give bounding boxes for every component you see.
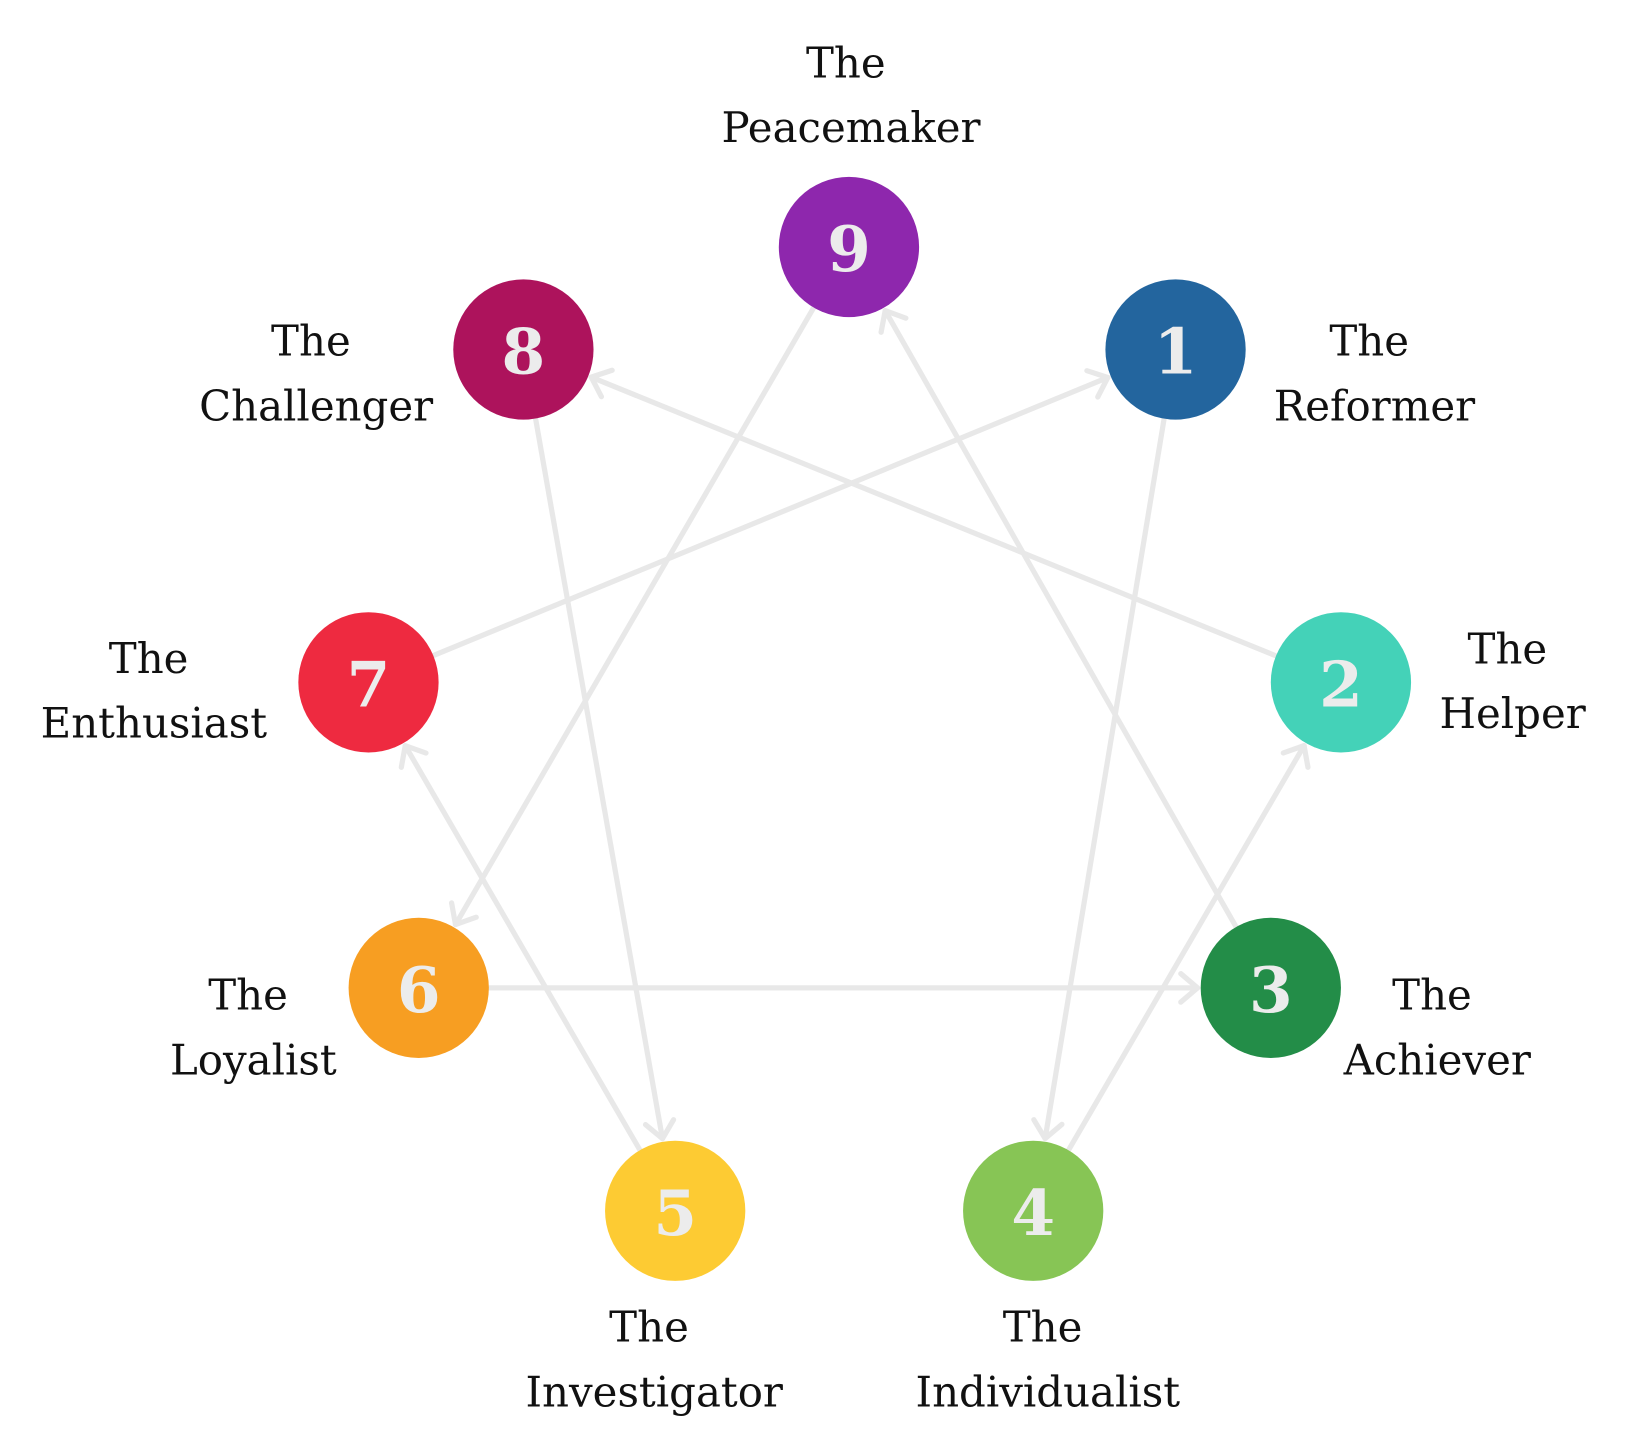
- type-number: 3: [1249, 953, 1293, 1027]
- arrow-3-to-9: [878, 308, 1239, 930]
- arrow-line: [532, 415, 666, 1142]
- arrow-2-to-8: [588, 367, 1279, 659]
- type-number: 8: [502, 315, 546, 389]
- type-number: 6: [397, 953, 441, 1027]
- arrow-line: [1042, 416, 1167, 1142]
- arrow-5-to-7: [398, 743, 643, 1153]
- arrow-7-to-1: [430, 368, 1111, 659]
- arrow-line: [452, 304, 817, 928]
- arrow-6-to-3: [486, 971, 1201, 1005]
- arrowhead-icon: [878, 308, 909, 335]
- type-label-name: Investigator: [526, 1367, 784, 1416]
- type-label-name: Reformer: [1274, 382, 1476, 431]
- arrowhead-icon: [1084, 368, 1111, 400]
- type-label-prefix: The: [1329, 317, 1409, 366]
- type-circle: [1105, 279, 1246, 420]
- type-label-prefix: The: [109, 634, 189, 683]
- arrowhead-icon: [642, 1117, 677, 1142]
- arrow-line: [402, 743, 643, 1153]
- arrow-9-to-6: [448, 304, 817, 928]
- type-label-prefix: The: [1468, 624, 1548, 673]
- type-label-prefix: The: [1003, 1302, 1083, 1351]
- type-circle: [1270, 612, 1412, 753]
- arrowhead-icon: [398, 743, 429, 770]
- type-circle: [778, 176, 920, 318]
- type-label-name: Helper: [1439, 689, 1586, 738]
- arrow-1-to-4: [1031, 416, 1167, 1142]
- type-label-name: Individualist: [916, 1367, 1181, 1416]
- arrow-line: [882, 308, 1239, 930]
- arrow-line: [430, 374, 1111, 659]
- arrow-8-to-5: [532, 415, 677, 1142]
- type-label-prefix: The: [806, 38, 886, 87]
- type-label-prefix: The: [1392, 971, 1472, 1020]
- type-circle: [348, 917, 489, 1059]
- type-circle: [453, 279, 594, 420]
- type-label-prefix: The: [609, 1302, 689, 1351]
- type-label-prefix: The: [208, 971, 288, 1020]
- type-label-name: Enthusiast: [41, 699, 268, 748]
- type-circle: [605, 1140, 746, 1281]
- arrow-line: [1065, 743, 1307, 1153]
- arrowhead-icon: [588, 367, 615, 400]
- type-label-name: Challenger: [199, 382, 434, 431]
- arrows-layer: [398, 304, 1311, 1153]
- type-label-name: Achiever: [1343, 1036, 1532, 1085]
- type-number: 4: [1011, 1176, 1055, 1250]
- arrow-4-to-2: [1065, 743, 1311, 1153]
- type-label-prefix: The: [271, 317, 351, 366]
- type-circle: [1200, 917, 1341, 1059]
- arrowhead-icon: [1178, 971, 1201, 1005]
- arrowhead-icon: [448, 900, 479, 928]
- arrowhead-icon: [1031, 1117, 1065, 1142]
- type-number: 2: [1319, 647, 1363, 721]
- type-circle: [298, 612, 439, 753]
- type-number: 5: [653, 1176, 697, 1250]
- type-label-name: Loyalist: [170, 1036, 337, 1085]
- type-label-name: Peacemaker: [722, 103, 982, 152]
- type-number: 9: [827, 212, 871, 286]
- type-circle: [963, 1140, 1104, 1281]
- arrow-line: [588, 374, 1279, 659]
- type-number: 7: [347, 647, 391, 721]
- type-number: 1: [1154, 315, 1198, 389]
- arrowhead-icon: [1280, 743, 1311, 770]
